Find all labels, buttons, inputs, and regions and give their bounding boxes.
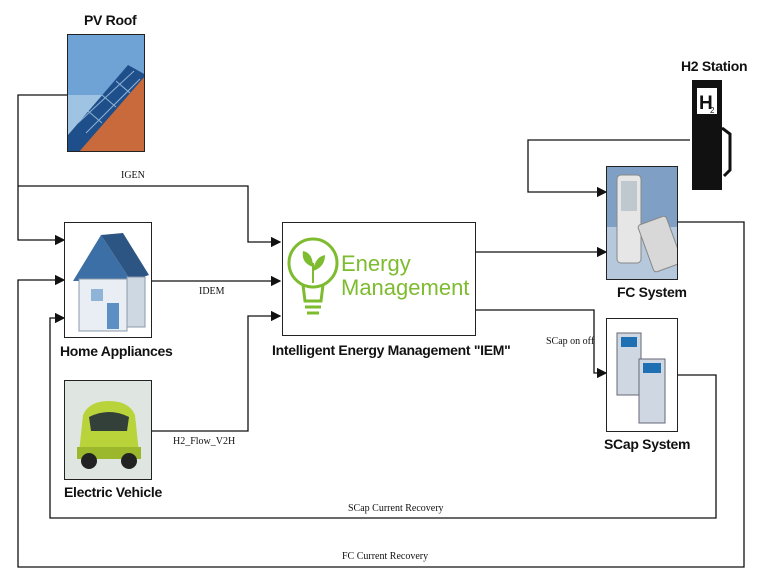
signal-scap-onoff: SCap on off (546, 336, 595, 347)
fc-system-title: FC System (617, 284, 687, 300)
capacitor-icon (607, 167, 677, 279)
scap-system-title: SCap System (604, 436, 691, 452)
fuel-pump-icon: H 2 (692, 80, 732, 190)
pv-roof-block[interactable] (67, 34, 145, 152)
lightbulb-leaf-icon (287, 237, 339, 315)
wire-scap-recovery (49, 312, 717, 519)
wire-h2-to-fc (527, 139, 690, 198)
wire-iem-to-scap (476, 309, 608, 379)
scap-system-block[interactable] (606, 318, 678, 432)
logo-text-energy: Energy (341, 251, 411, 276)
svg-text:H: H (699, 93, 713, 114)
signal-idem: IDEM (199, 286, 225, 297)
signal-h2-flow: H2_Flow_V2H (173, 436, 236, 447)
iem-title: Intelligent Energy Management "IEM" (272, 342, 511, 358)
supercapacitor-icon (607, 319, 677, 431)
home-appliances-block[interactable] (64, 222, 152, 338)
signal-scap-recovery: SCap Current Recovery (348, 503, 444, 514)
solar-panel-icon (68, 35, 144, 151)
electric-vehicle-block[interactable] (64, 380, 152, 480)
signal-igen: IGEN (121, 170, 145, 181)
h2-station-block[interactable]: H 2 (690, 78, 736, 192)
svg-text:2: 2 (710, 106, 715, 115)
wire-pv-to-home (17, 94, 67, 246)
signal-fc-recovery: FC Current Recovery (342, 551, 429, 562)
iem-block[interactable]: Energy Management (282, 222, 476, 336)
fc-system-block[interactable] (606, 166, 678, 280)
car-icon (65, 381, 151, 479)
house-icon (65, 223, 151, 337)
pv-roof-title: PV Roof (84, 12, 137, 28)
wire-h2-flow (152, 310, 282, 432)
wire-fc-recovery (17, 221, 745, 568)
h2-station-title: H2 Station (681, 58, 748, 74)
logo-text-management: Management (341, 275, 470, 300)
home-appliances-title: Home Appliances (60, 343, 173, 359)
wire-igen (18, 185, 282, 248)
electric-vehicle-title: Electric Vehicle (64, 484, 162, 500)
